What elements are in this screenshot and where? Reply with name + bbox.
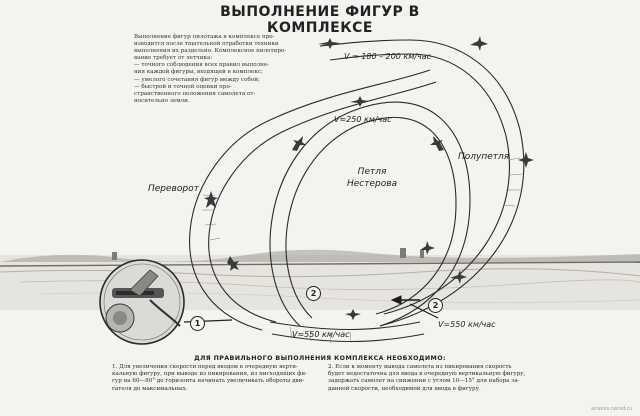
intro-line: носительно земли. (134, 97, 190, 104)
intro-line: Выполнение фигур пилотажа в комплексе пр… (134, 34, 275, 40)
polupetlya-ribbon (269, 39, 525, 343)
watermark: airaces.narod.ru (591, 406, 632, 412)
speed-label-top: V = 180 – 200 км/час (344, 52, 432, 61)
note-2-line: задержать самолет на снижении с углом 10… (328, 378, 520, 385)
speed-label-right: V=550 км/час (438, 320, 496, 329)
perevorot-ribbon (189, 69, 437, 331)
figure-label-petlya-line2: Нестерова (347, 179, 398, 189)
ground-landscape (0, 248, 640, 310)
marker-1: 1 (190, 316, 205, 331)
figure-label-perevorot: Переворот (148, 184, 199, 194)
bottom-heading: ДЛЯ ПРАВИЛЬНОГО ВЫПОЛНЕНИЯ КОМПЛЕКСА НЕО… (194, 355, 446, 362)
marker-2-left: 2 (306, 286, 321, 301)
note-2-line: 2. Если к моменту вывода самолета из пик… (328, 364, 512, 370)
figure-label-polupetlya: Полупетля (458, 152, 510, 162)
speed-label-mid: V≈250 км/час (334, 115, 392, 124)
note-1-line: гателя до максимальных. (112, 385, 188, 392)
note-2-line: данной скорости, необходимой для ввода в… (328, 385, 481, 392)
marker-2-right: 2 (428, 298, 443, 313)
speed-label-bottom: V≈550 км/час (292, 330, 350, 339)
petlya-nesterova-ribbon (269, 101, 471, 327)
intro-line: странственного положения самолета от- (134, 90, 256, 97)
intro-line: вание требует от летчика: (134, 55, 213, 62)
note-2: 2. Если к моменту вывода самолета из пик… (328, 364, 533, 393)
figure-label-petlya: Петля Нестерова (347, 166, 397, 190)
ribbon-hatching (202, 157, 523, 344)
intro-line: ния каждой фигуры, входящей в комплекс; (134, 69, 263, 76)
intro-text: Выполнение фигур пилотажа в комплексе пр… (134, 34, 304, 105)
note-1: 1. Для увеличения скорости перед вводом … (112, 364, 317, 393)
note-1-line: кальную фигуру, при выводе из пикировани… (112, 371, 308, 378)
figure-label-petlya-line1: Петля (357, 167, 387, 177)
note-2-line: будет недостаточна для ввода в очередную… (328, 371, 526, 378)
intro-line: — быстрой и точной оценки про- (134, 83, 232, 90)
note-1-line: гур на 60—80° до горизонта начинать увел… (112, 378, 305, 385)
intro-line: — умелого сочетания фигур между собой; (134, 76, 260, 83)
note-1-line: 1. Для увеличения скорости перед вводом … (112, 364, 298, 370)
direction-arrows (390, 295, 439, 319)
intro-line: — точного соблюдения всех правил выполне… (134, 62, 270, 69)
intro-line: изводится после тщательной отработки тех… (134, 41, 279, 48)
intro-line: выполнения их раздельно. Комплексное пил… (134, 48, 287, 55)
aircraft-silhouettes (204, 36, 534, 320)
page-title: ВЫПОЛНЕНИЕ ФИГУР В КОМПЛЕКСЕ (220, 4, 420, 36)
